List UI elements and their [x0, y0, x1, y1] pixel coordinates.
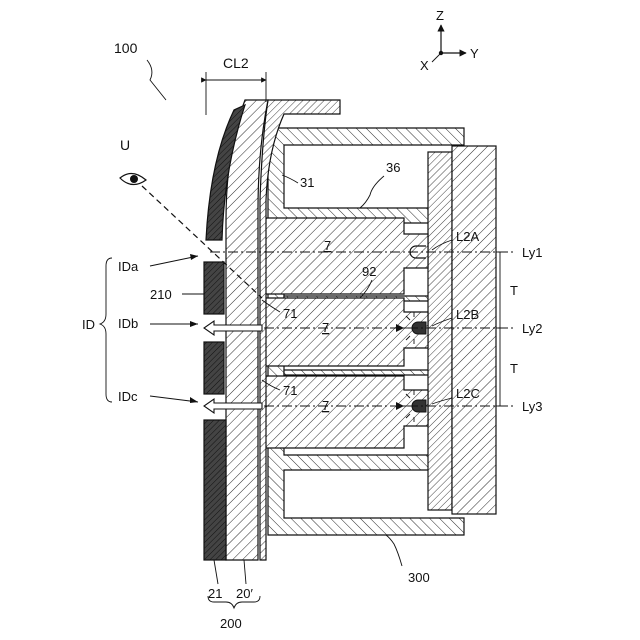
label-21: 21: [208, 586, 222, 601]
label-7-c: 7: [322, 398, 329, 413]
label-Ly1: Ly1: [522, 245, 542, 260]
print-layer-210-lower: [204, 342, 224, 394]
label-71-lower: 71: [283, 383, 297, 398]
print-layer-210-upper: [204, 262, 224, 314]
label-IDc: IDc: [118, 389, 138, 404]
label-300: 300: [408, 570, 430, 585]
label-L2A: L2A: [456, 229, 479, 244]
leader-21: [214, 560, 218, 584]
label-7-b: 7: [322, 320, 329, 335]
label-200: 200: [220, 616, 242, 631]
label-71-upper: 71: [283, 306, 297, 321]
z-axis-label: Z: [436, 8, 444, 23]
label-210: 210: [150, 287, 172, 302]
label-T-lower: T: [510, 361, 518, 376]
divider-lower: [284, 370, 430, 375]
x-axis-tick: [432, 53, 441, 62]
label-ID: ID: [82, 317, 95, 332]
dimension-T: [496, 252, 504, 406]
label-36: 36: [386, 160, 400, 175]
leader-IDa-head: [190, 254, 198, 260]
print-layer-21-bottom: [204, 420, 226, 560]
leader-IDc-head: [190, 397, 198, 403]
light-guide-a: [264, 218, 428, 294]
leader-20: [244, 560, 246, 584]
label-31: 31: [300, 175, 314, 190]
ID-brace: [100, 258, 112, 402]
label-L2C: L2C: [456, 386, 480, 401]
label-T-upper: T: [510, 283, 518, 298]
label-20prime: 20′: [236, 586, 253, 601]
label-Ly2: Ly2: [522, 321, 542, 336]
label-L2B: L2B: [456, 307, 479, 322]
y-axis-label: Y: [470, 46, 479, 61]
leader-300: [386, 535, 402, 566]
leader-IDb-head: [190, 321, 198, 327]
label-U: U: [120, 137, 130, 153]
leader-100: [147, 60, 166, 100]
eye-icon: [120, 173, 146, 184]
label-7-a: 7: [324, 238, 331, 253]
label-CL2: CL2: [223, 55, 249, 71]
label-IDa: IDa: [118, 259, 139, 274]
label-IDb: IDb: [118, 316, 138, 331]
rear-substrate: [452, 146, 496, 514]
x-axis-label: X: [420, 58, 429, 73]
leader-36: [360, 176, 384, 208]
axis-triad: Z Y X: [420, 8, 479, 73]
label-Ly3: Ly3: [522, 399, 542, 414]
label-92: 92: [362, 264, 376, 279]
label-100: 100: [114, 40, 138, 56]
circuit-board: [428, 152, 452, 510]
